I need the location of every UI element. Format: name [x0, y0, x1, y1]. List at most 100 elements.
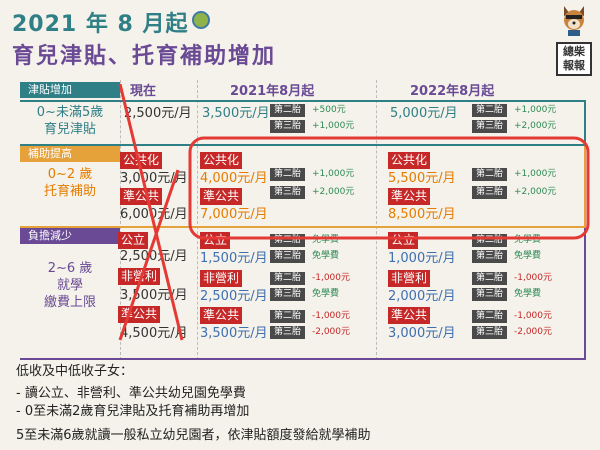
- quasi-public-tag: 準公共: [200, 188, 243, 205]
- second-child-badge: 第二胎: [270, 310, 306, 323]
- column-header-now: 現在: [130, 84, 157, 99]
- third-child-badge: 第三胎: [270, 120, 306, 133]
- burden-2021-quasi-second: -1,000元: [312, 311, 351, 321]
- burden-2021-nonprofit-second: -1,000元: [312, 273, 351, 283]
- allowance-label-line-2: 育兒津貼: [43, 122, 96, 137]
- quasi-public-tag: 準公共: [120, 188, 163, 205]
- nonprofit-tag: 非營利: [118, 268, 161, 285]
- footer-line-4: 5至未滿6歲就讀一般私立幼兒園者，依津貼額度發給就學補助: [16, 428, 371, 443]
- subsidy-label-line-2: 托育補助: [43, 184, 96, 199]
- burden-label-line-1: 2~6 歲: [47, 261, 93, 276]
- subsidy-2022-public: 5,500元/月: [388, 171, 456, 186]
- third-child-badge: 第三胎: [270, 250, 306, 263]
- page-title-date: 2021 年 8 月起: [12, 6, 210, 38]
- column-header-2022: 2022年8月起: [410, 84, 495, 99]
- dog-logo-icon: [564, 6, 584, 36]
- second-child-badge: 第二胎: [270, 104, 306, 117]
- subsidy-2021-public: 4,000元/月: [200, 171, 268, 186]
- emblem-icon: [191, 11, 210, 29]
- second-child-badge: 第二胎: [270, 168, 306, 181]
- burden-2022-quasi-third: -2,000元: [514, 327, 553, 337]
- row-label-burden: 2~6 歲 就學 繳費上限: [20, 260, 120, 311]
- burden-2022-nonprofit-second: -1,000元: [514, 273, 553, 283]
- row-tag-burden: 負擔減少: [20, 228, 120, 244]
- third-child-badge: 第三胎: [472, 250, 508, 263]
- nonprofit-tag: 非營利: [388, 270, 431, 287]
- subsidy-label-line-1: 0~2 歲: [47, 167, 93, 182]
- burden-2021-public-third: 免學費: [312, 251, 340, 261]
- subsidy-2022-second-note: +1,000元: [514, 169, 557, 179]
- allowance-2022-value: 5,000元/月: [390, 106, 458, 121]
- allowance-2021-third-note: +1,000元: [312, 121, 355, 131]
- row-tag-allowance: 津貼增加: [20, 82, 120, 98]
- allowance-2021-value: 3,500元/月: [202, 106, 270, 121]
- column-header-2021: 2021年8月起: [230, 84, 315, 99]
- row-tag-subsidy: 補助提高: [20, 146, 120, 162]
- third-child-badge: 第三胎: [472, 186, 508, 199]
- quasi-public-tag: 準公共: [118, 306, 161, 323]
- logo-line-2: 報報: [563, 59, 585, 72]
- row-label-allowance: 0~未滿5歲 育兒津貼: [20, 104, 120, 138]
- second-child-badge: 第二胎: [270, 234, 306, 247]
- subsidy-now-public: 3,000元/月: [120, 171, 188, 186]
- second-child-badge: 第二胎: [472, 310, 508, 323]
- burden-2022-public: 1,000元/月: [388, 251, 456, 266]
- burden-2021-nonprofit-third: 免學費: [312, 289, 340, 299]
- title-date-text: 2021 年 8 月起: [12, 12, 189, 37]
- burden-2022-nonprofit: 2,000元/月: [388, 289, 456, 304]
- third-child-badge: 第三胎: [270, 186, 306, 199]
- logo-line-1: 總柴: [563, 45, 585, 58]
- allowance-label-line-1: 0~未滿5歲: [36, 105, 104, 120]
- quasi-public-tag: 準公共: [388, 188, 431, 205]
- third-child-badge: 第三胎: [270, 326, 306, 339]
- second-child-badge: 第二胎: [472, 104, 508, 117]
- public-school-tag: 公立: [118, 232, 149, 249]
- burden-2021-public: 1,500元/月: [200, 251, 268, 266]
- subsidy-now-quasi: 6,000元/月: [120, 207, 188, 222]
- burden-label-line-2: 就學: [56, 278, 83, 293]
- burden-2021-nonprofit: 2,500元/月: [200, 289, 268, 304]
- subsidy-2021-quasi: 7,000元/月: [200, 207, 268, 222]
- burden-2021-quasi-third: -2,000元: [312, 327, 351, 337]
- quasi-public-tag: 準公共: [200, 307, 243, 324]
- third-child-badge: 第三胎: [472, 326, 508, 339]
- allowance-now-value: 2,500元/月: [124, 106, 192, 121]
- second-child-badge: 第二胎: [472, 168, 508, 181]
- allowance-2022-third-note: +2,000元: [514, 121, 557, 131]
- burden-now-nonprofit: 3,500元/月: [120, 288, 188, 303]
- burden-2021-public-second: 免學費: [312, 235, 340, 245]
- page-subtitle: 育兒津貼、托育補助增加: [12, 44, 277, 69]
- burden-now-public: 2,500元/月: [120, 249, 188, 264]
- subsidy-2021-second-note: +1,000元: [312, 169, 355, 179]
- burden-2022-public-second: 免學費: [514, 235, 542, 245]
- burden-now-quasi: 4,500元/月: [120, 326, 188, 341]
- footer-line-1: 低收及中低收子女：: [16, 364, 134, 379]
- public-school-tag: 公立: [388, 232, 419, 249]
- footer-line-2: - 讀公立、非營利、準公共幼兒園免學費: [16, 386, 246, 401]
- third-child-badge: 第三胎: [270, 288, 306, 301]
- burden-2022-public-third: 免學費: [514, 251, 542, 261]
- allowance-2021-second-note: +500元: [312, 105, 346, 115]
- allowance-2022-second-note: +1,000元: [514, 105, 557, 115]
- subsidy-2021-third-note: +2,000元: [312, 187, 355, 197]
- burden-2022-quasi-second: -1,000元: [514, 311, 553, 321]
- second-child-badge: 第二胎: [270, 272, 306, 285]
- row-label-subsidy: 0~2 歲 托育補助: [20, 166, 120, 200]
- public-tag: 公共化: [120, 152, 163, 169]
- public-school-tag: 公立: [200, 232, 231, 249]
- burden-label-line-3: 繳費上限: [43, 295, 96, 310]
- burden-2022-nonprofit-third: 免學費: [514, 289, 542, 299]
- quasi-public-tag: 準公共: [388, 307, 431, 324]
- comparison-table: 現在 2021年8月起 2022年8月起 津貼增加 0~未滿5歲 育兒津貼 2,…: [20, 80, 588, 360]
- subsidy-2022-quasi: 8,500元/月: [388, 207, 456, 222]
- second-child-badge: 第二胎: [472, 234, 508, 247]
- footer-line-3: - 0至未滿2歲育兒津貼及托育補助再增加: [16, 404, 250, 419]
- nonprofit-tag: 非營利: [200, 270, 243, 287]
- public-tag: 公共化: [200, 152, 243, 169]
- second-child-badge: 第二胎: [472, 272, 508, 285]
- third-child-badge: 第三胎: [472, 288, 508, 301]
- third-child-badge: 第三胎: [472, 120, 508, 133]
- row-frame-burden: [20, 228, 586, 360]
- subsidy-2022-third-note: +2,000元: [514, 187, 557, 197]
- logo-label: 總柴 報報: [556, 42, 592, 76]
